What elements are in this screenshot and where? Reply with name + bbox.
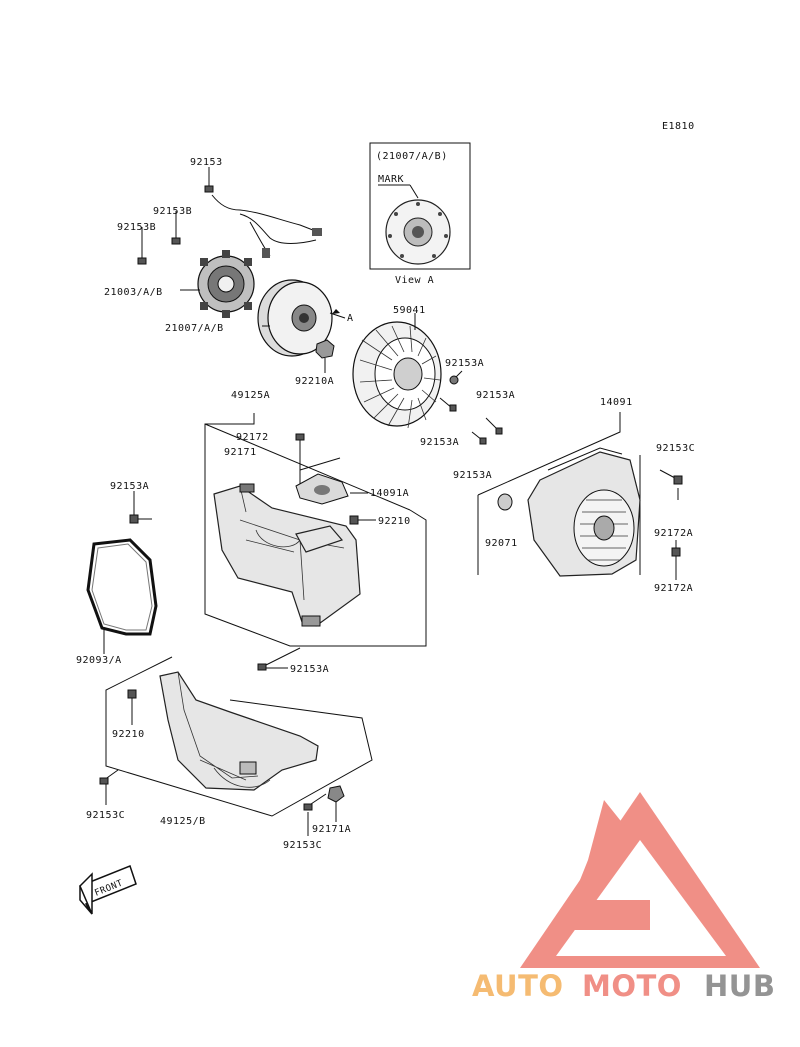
callout-92093: 92093/A: [76, 655, 122, 666]
gasket-icon: [497, 493, 513, 511]
callout-92153B: 92153B: [153, 206, 192, 217]
callout-14091A: 14091A: [370, 488, 409, 499]
callout-92210: 92210: [112, 729, 145, 740]
callout-92153A: 92153A: [290, 664, 329, 675]
arrow-a-label: A: [347, 313, 354, 324]
front-direction-arrow: FRONT: [79, 865, 137, 915]
view-a-mark-label: MARK: [378, 174, 404, 185]
view-a-caption: View A: [395, 275, 434, 286]
callout-49125B: 49125/B: [160, 816, 206, 827]
callout-92172: 92172: [236, 432, 269, 443]
callout-49125A: 49125A: [231, 390, 270, 401]
fan-cover-housing: [527, 447, 641, 577]
callout-92210: 92210: [378, 516, 411, 527]
callout-21003: 21003/A/B: [104, 287, 163, 298]
callout-92153A: 92153A: [453, 470, 492, 481]
upper-shroud-49125A: [213, 483, 361, 627]
callout-14091: 14091: [600, 397, 633, 408]
callout-92172A: 92172A: [654, 528, 693, 539]
bolt-icon: [303, 803, 313, 811]
automotohub-watermark-logo: AUTO MOTO HUB: [472, 792, 775, 1003]
callout-92171: 92171: [224, 447, 257, 458]
callout-92153A: 92153A: [445, 358, 484, 369]
callout-92153C: 92153C: [86, 810, 125, 821]
view-a-inset: (21007/A/B) MARK View A: [369, 142, 471, 286]
seal-gasket-92093: [86, 538, 158, 636]
callout-59041: 59041: [393, 305, 426, 316]
bolt-icon: [295, 433, 305, 441]
nut-icon: [327, 785, 345, 803]
stator-wiring: [211, 194, 322, 258]
watermark-part2: MOTO: [582, 969, 682, 1003]
cooling-fan: [352, 321, 442, 429]
watermark-part1: AUTO: [472, 969, 564, 1003]
callout-21007: 21007/A/B: [165, 323, 224, 334]
callout-92210A: 92210A: [295, 376, 334, 387]
bolt-icon: [204, 185, 214, 193]
callout-92171A: 92171A: [312, 824, 351, 835]
nut-icon: [127, 689, 137, 699]
callout-92153: 92153: [190, 157, 223, 168]
callout-92153A: 92153A: [110, 481, 149, 492]
watermark-part3: HUB: [704, 969, 775, 1003]
lower-shroud-49125B: [159, 671, 319, 791]
callout-92153A: 92153A: [476, 390, 515, 401]
callout-92153C: 92153C: [283, 840, 322, 851]
bolt-icon: [171, 237, 181, 245]
flywheel-rotor: [257, 279, 333, 357]
nut-icon: [315, 339, 335, 359]
callout-92153A: 92153A: [420, 437, 459, 448]
diagram-code: E1810: [662, 121, 695, 132]
view-a-part-ref: (21007/A/B): [376, 151, 448, 162]
bolt-icon: [137, 257, 147, 265]
bolt-icon: [449, 404, 457, 412]
callout-92153B: 92153B: [117, 222, 156, 233]
bolt-icon: [449, 375, 459, 385]
bolt-icon: [99, 777, 109, 785]
callout-92071: 92071: [485, 538, 518, 549]
stator-coil: [197, 250, 255, 318]
bolt-icon: [479, 437, 487, 445]
nut-icon: [349, 515, 359, 525]
callout-92153C: 92153C: [656, 443, 695, 454]
bolt-icon: [495, 427, 503, 435]
bolt-icon: [673, 475, 683, 485]
callout-92172A: 92172A: [654, 583, 693, 594]
bolt-icon: [129, 514, 139, 524]
bolt-icon: [257, 663, 267, 671]
bolt-icon: [671, 547, 681, 557]
